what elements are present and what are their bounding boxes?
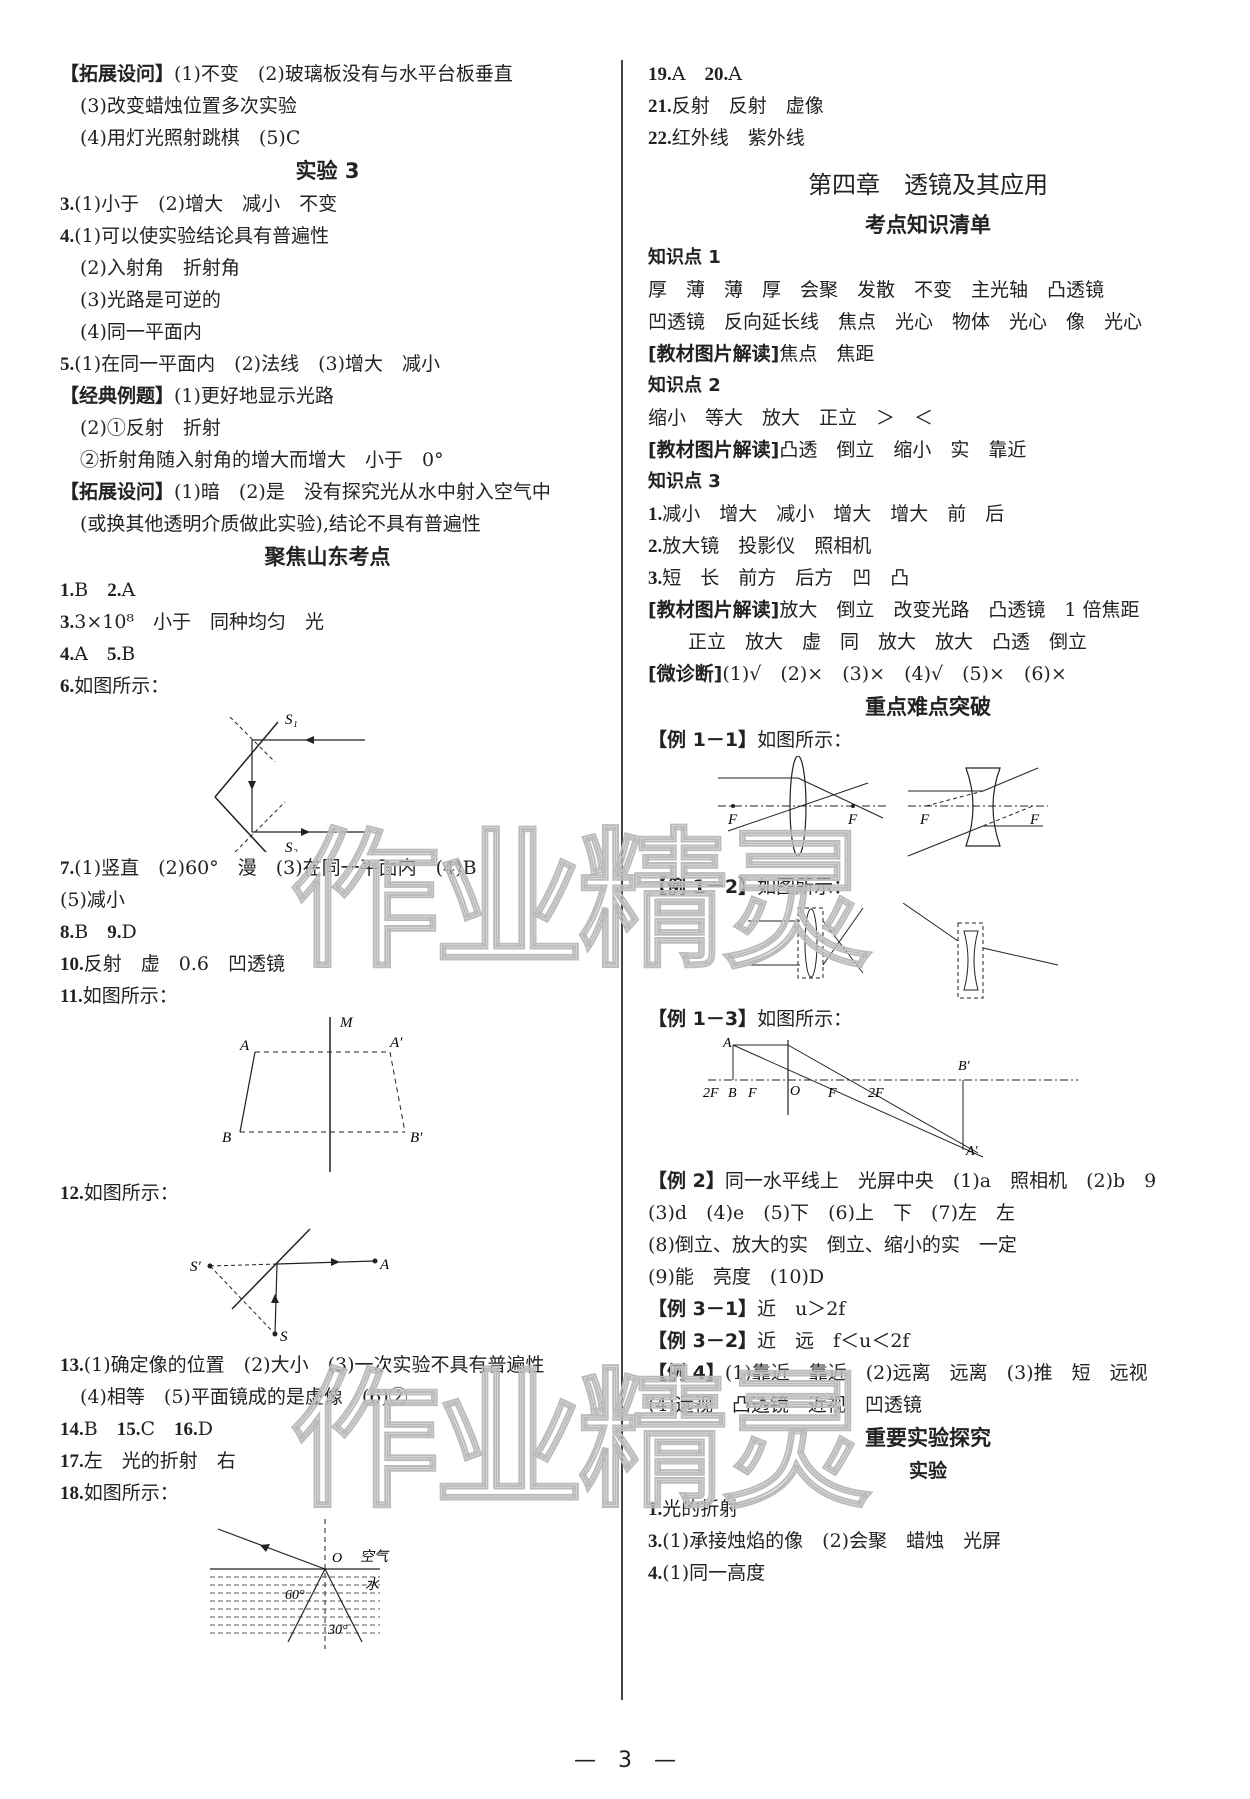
page-number: — 3 — bbox=[574, 1748, 676, 1773]
svg-text:F: F bbox=[727, 812, 738, 828]
figure-plane-mirror-image: M A A′ B B′ bbox=[60, 1012, 595, 1177]
left-column: 【拓展设问】(1)不变 (2)玻璃板没有与水平台板垂直 (3)改变蜡烛位置多次实… bbox=[60, 58, 595, 1649]
text-line: (3)光路是可逆的 bbox=[80, 289, 221, 311]
extension-question-1: 【拓展设问】(1)不变 (2)玻璃板没有与水平台板垂直 bbox=[60, 63, 513, 85]
svg-text:B′: B′ bbox=[958, 1059, 971, 1074]
text-line: (5)减小 bbox=[60, 889, 125, 911]
answer-19-20: 19.A 20.A bbox=[648, 63, 742, 85]
svg-text:O: O bbox=[332, 1551, 342, 1566]
mirror-reflection-diagram: S₁ S₂ bbox=[214, 712, 365, 863]
answer-6: 6.如图所示： bbox=[60, 675, 170, 697]
text-line: 正立 放大 虚 同 放大 放大 凸透 倒立 bbox=[688, 631, 1088, 653]
text-line: (2)①反射 折射 bbox=[80, 417, 221, 439]
text-line: 缩小 等大 放大 正立 ＞ ＜ bbox=[648, 407, 934, 429]
answer-1-2: 1.B 2.A bbox=[60, 579, 136, 601]
svg-text:空气: 空气 bbox=[360, 1549, 390, 1565]
svg-text:F: F bbox=[919, 812, 930, 828]
extension-question-2: 【拓展设问】(1)暗 (2)是 没有探究光从水中射入空气中 bbox=[60, 481, 551, 503]
section-title-key: 重点难点突破 bbox=[865, 695, 991, 719]
text-line: (4)同一平面内 bbox=[80, 321, 202, 343]
svg-text:S′: S′ bbox=[190, 1259, 202, 1275]
text-line: (或换其他透明介质做此实验),结论不具有普遍性 bbox=[80, 513, 481, 535]
knowledge-point-1: 知识点 1 bbox=[648, 247, 721, 268]
answer-4-5: 4.A 5.B bbox=[60, 643, 136, 665]
svg-text:30°: 30° bbox=[327, 1623, 348, 1638]
figure-refraction-water: O 60° 30° 空气 水 bbox=[60, 1509, 595, 1649]
answer-8-9: 8.B 9.D bbox=[60, 921, 137, 943]
svg-text:A′: A′ bbox=[389, 1035, 403, 1051]
answer-14-16: 14.B 15.C 16.D bbox=[60, 1418, 214, 1440]
svg-text:S₁: S₁ bbox=[285, 712, 298, 728]
figure-lens-boxes bbox=[648, 902, 1208, 1003]
answer-12: 12.如图所示： bbox=[60, 1182, 179, 1204]
svg-text:A′: A′ bbox=[965, 1144, 979, 1159]
answer-4: 4.(1)可以使实验结论具有普遍性 bbox=[60, 225, 330, 247]
answer-17: 17.左 光的折射 右 bbox=[60, 1450, 236, 1472]
figure-point-source-mirror: S′ A S bbox=[60, 1209, 595, 1349]
svg-text:2F: 2F bbox=[703, 1086, 719, 1101]
svg-text:A: A bbox=[239, 1038, 250, 1054]
figure-two-mirrors: S₁ S₂ bbox=[60, 702, 595, 863]
column-divider bbox=[621, 60, 623, 1700]
svg-text:F: F bbox=[747, 1086, 757, 1101]
section-title-checklist: 考点知识清单 bbox=[865, 213, 991, 237]
figure-lens-rays: F F F F bbox=[648, 755, 1208, 871]
text-line: (3)改变蜡烛位置多次实验 bbox=[80, 95, 297, 117]
svg-text:O: O bbox=[790, 1084, 800, 1099]
svg-text:B: B bbox=[728, 1086, 737, 1101]
text-line: (4)相等 (5)平面镜成的是虚像 (6)② bbox=[80, 1386, 408, 1408]
section-title-experiment: 重要实验探究 bbox=[865, 1426, 991, 1450]
text-line: ②折射角随入射角的增大而增大 小于 0° bbox=[80, 449, 444, 471]
figure-convex-lens-imaging: A B O F F 2F 2F B′ A′ bbox=[648, 1035, 1208, 1165]
text-line: (2)入射角 折射角 bbox=[80, 257, 240, 279]
svg-text:2F: 2F bbox=[868, 1086, 884, 1101]
svg-text:M: M bbox=[339, 1015, 354, 1031]
answer-5: 5.(1)在同一平面内 (2)法线 (3)增大 减小 bbox=[60, 353, 440, 375]
text-line: (8)倒立、放大的实 倒立、缩小的实 一定 bbox=[648, 1234, 1017, 1256]
text-line: 凹透镜 反向延长线 焦点 光心 物体 光心 像 光心 bbox=[648, 311, 1143, 333]
answer-18: 18.如图所示： bbox=[60, 1482, 179, 1504]
right-column: 19.A 20.A 21.反射 反射 虚像 22.红外线 紫外线 第四章 透镜及… bbox=[648, 58, 1208, 1589]
text-line: (3)d (4)e (5)下 (6)上 下 (7)左 左 bbox=[648, 1202, 1015, 1224]
classic-example: 【经典例题】(1)更好地显示光路 bbox=[60, 385, 334, 407]
svg-text:B′: B′ bbox=[410, 1130, 423, 1146]
answer-22: 22.红外线 紫外线 bbox=[648, 127, 805, 149]
answer-21: 21.反射 反射 虚像 bbox=[648, 95, 824, 117]
text-line: 厚 薄 薄 厚 会聚 发散 不变 主光轴 凸透镜 bbox=[648, 279, 1105, 301]
section-title-focus: 聚焦山东考点 bbox=[264, 545, 391, 569]
answer-3: 3.(1)小于 (2)增大 减小 不变 bbox=[60, 193, 338, 215]
chapter-title: 第四章 透镜及其应用 bbox=[808, 171, 1048, 199]
svg-text:S₂: S₂ bbox=[285, 840, 298, 852]
svg-text:B: B bbox=[222, 1130, 231, 1146]
section-title-exp3: 实验 3 bbox=[295, 159, 360, 183]
answer-10: 10.反射 虚 0.6 凹透镜 bbox=[60, 953, 285, 975]
knowledge-point-3: 知识点 3 bbox=[648, 471, 721, 492]
answer-7: 7.(1)竖直 (2)60° 漫 (3)在同一平面内 (4)B bbox=[60, 857, 477, 879]
svg-text:A: A bbox=[722, 1036, 732, 1051]
knowledge-point-2: 知识点 2 bbox=[648, 375, 721, 396]
text-line: (4)用灯光照射跳棋 (5)C bbox=[80, 127, 301, 149]
text-line: (9)能 亮度 (10)D bbox=[648, 1266, 825, 1288]
svg-text:水: 水 bbox=[365, 1577, 380, 1593]
svg-text:S: S bbox=[280, 1329, 288, 1345]
svg-text:A: A bbox=[379, 1257, 390, 1273]
svg-text:60°: 60° bbox=[285, 1588, 305, 1603]
answer-3b: 3.3×10⁸ 小于 同种均匀 光 bbox=[60, 611, 325, 633]
subsection-title-experiment: 实验 bbox=[908, 1460, 947, 1482]
text-line: (4)远视 凸透镜 近视 凹透镜 bbox=[648, 1394, 922, 1416]
answer-11: 11.如图所示： bbox=[60, 985, 178, 1007]
svg-text:F: F bbox=[1029, 812, 1040, 828]
svg-text:F: F bbox=[827, 1086, 837, 1101]
svg-text:F: F bbox=[847, 812, 858, 828]
answer-13: 13.(1)确定像的位置 (2)大小 (3)一次实验不具有普遍性 bbox=[60, 1354, 545, 1376]
